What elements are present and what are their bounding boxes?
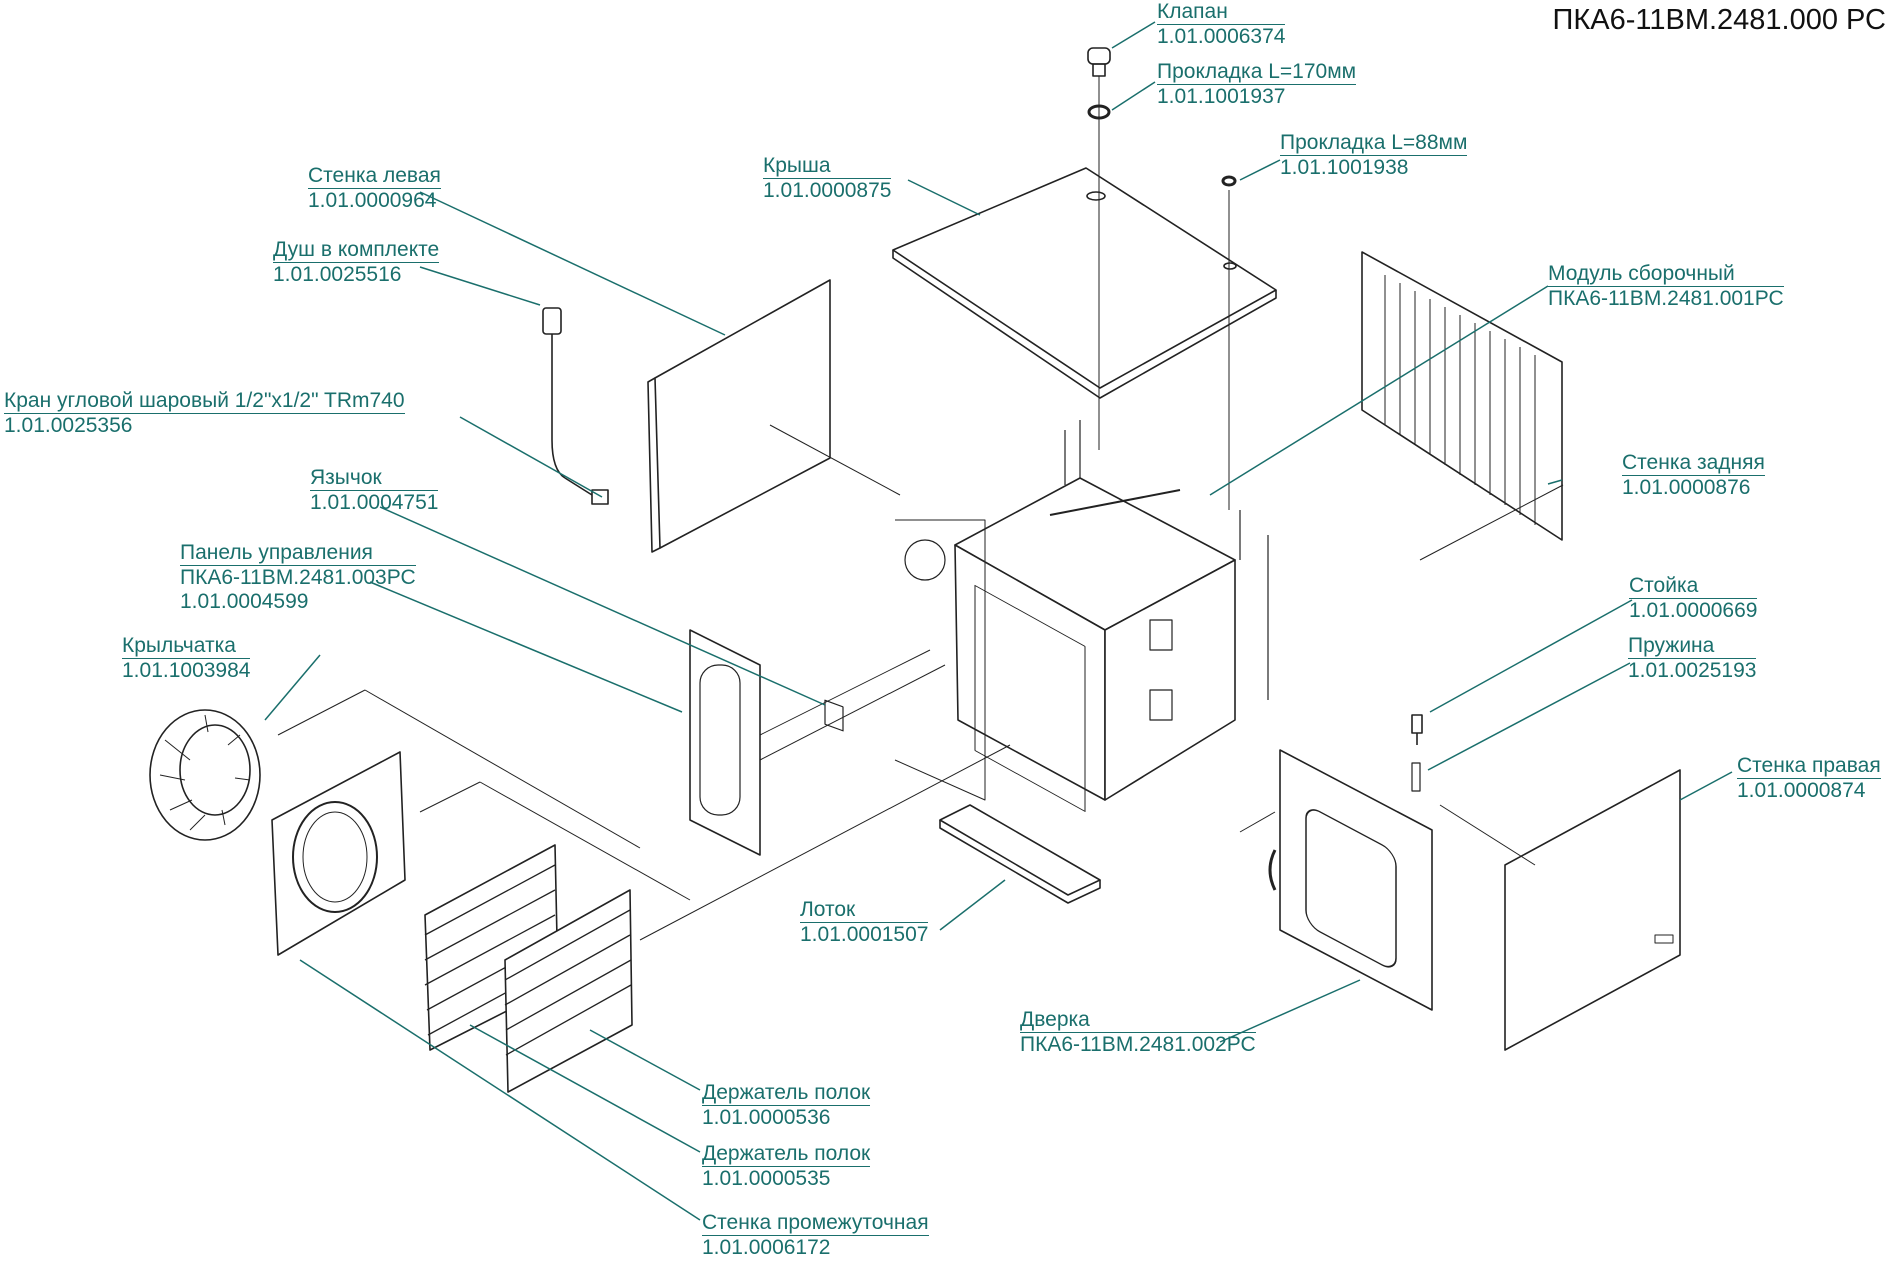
- callout-intermediate-wall: Стенка промежуточная 1.01.0006172: [702, 1211, 929, 1260]
- shower-part: [542, 307, 609, 505]
- callout-code: 1.01.0006374: [1157, 24, 1286, 48]
- callout-shelf-holder-536: Держатель полок 1.01.0000536: [702, 1081, 871, 1130]
- callout-assembly-module: Модуль сборочный ПКА6-11ВМ.2481.001РС: [1548, 262, 1784, 311]
- callout-name: Стенка правая: [1737, 754, 1881, 777]
- callout-shower: Душ в комплекте 1.01.0025516: [273, 238, 440, 287]
- callout-impeller: Крыльчатка 1.01.1003984: [122, 634, 251, 683]
- callout-name: Стенка левая: [308, 164, 441, 187]
- callout-name: Душ в комплекте: [273, 238, 440, 261]
- callout-name: Стенка промежуточная: [702, 1211, 929, 1234]
- callout-name: Пружина: [1628, 634, 1715, 657]
- callout-code: 1.01.0000874: [1737, 778, 1881, 803]
- callout-name: Лоток: [800, 898, 856, 921]
- callout-code: 1.01.0000669: [1629, 598, 1758, 622]
- callout-code-secondary: 1.01.0004599: [180, 590, 309, 613]
- callout-code: 1.01.0000535: [702, 1166, 871, 1191]
- callout-code: ПКА6-11ВМ.2481.001РС: [1548, 286, 1784, 310]
- control-panel-part: [689, 629, 844, 856]
- callout-gasket-88: Прокладка L=88мм 1.01.1001938: [1280, 131, 1468, 180]
- callout-code: 1.01.0000875: [763, 178, 892, 202]
- callout-name: Модуль сборочный: [1548, 262, 1735, 285]
- callout-name: Язычок: [310, 466, 382, 489]
- callout-code: 1.01.0025516: [273, 262, 440, 287]
- callout-spring: Пружина 1.01.0025193: [1628, 634, 1757, 683]
- callout-code: 1.01.1003984: [122, 658, 251, 682]
- callout-code: 1.01.0006172: [702, 1235, 929, 1260]
- callout-name: Держатель полок: [702, 1142, 871, 1165]
- shelf-holder-part: [424, 844, 633, 1093]
- callout-ball-valve: Кран угловой шаровый 1/2"x1/2" TRm740 1.…: [4, 389, 405, 438]
- tray-part: [939, 804, 1101, 904]
- callout-code: 1.01.1001937: [1157, 84, 1357, 109]
- callout-name: Прокладка L=170мм: [1157, 60, 1357, 83]
- callout-left-wall: Стенка левая 1.01.0000964: [308, 164, 441, 213]
- callout-name: Прокладка L=88мм: [1280, 131, 1468, 154]
- callout-name: Дверка: [1020, 1008, 1090, 1031]
- right-wall-part: [1504, 769, 1681, 1051]
- document-title: ПКА6-11ВМ.2481.000 РС: [1552, 4, 1887, 36]
- callout-rack-post: Стойка 1.01.0000669: [1629, 574, 1758, 623]
- rack-post-part: [1411, 714, 1423, 792]
- callout-name: Панель управления: [180, 541, 373, 564]
- callout-code: 1.01.0000876: [1622, 475, 1765, 500]
- callout-name: Крыльчатка: [122, 634, 236, 657]
- back-wall-part: [1361, 251, 1563, 541]
- callout-name: Клапан: [1157, 0, 1228, 23]
- callout-code: ПКА6-11ВМ.2481.002РС: [1020, 1032, 1256, 1056]
- callout-code: 1.01.0000536: [702, 1105, 871, 1130]
- callout-name: Стенка задняя: [1622, 451, 1765, 474]
- door-part: [1268, 749, 1433, 1011]
- roof-part: [892, 167, 1277, 399]
- chamber-body: [894, 420, 1269, 812]
- callout-name: Крыша: [763, 154, 831, 177]
- callout-code: 1.01.0004751: [310, 490, 439, 514]
- left-wall-part: [647, 279, 901, 553]
- callout-shelf-holder-535: Держатель полок 1.01.0000535: [702, 1142, 871, 1191]
- callout-tongue: Язычок 1.01.0004751: [310, 466, 439, 515]
- intermediate-wall-part: [271, 751, 406, 956]
- callout-code: 1.01.0000964: [308, 188, 441, 213]
- callout-code: 1.01.0001507: [800, 922, 929, 946]
- callout-name: Кран угловой шаровый 1/2"x1/2" TRm740: [4, 389, 405, 412]
- callout-roof: Крыша 1.01.0000875: [763, 154, 892, 203]
- impeller-part: [149, 709, 261, 841]
- valve-part: [1087, 47, 1237, 510]
- callout-name: Держатель полок: [702, 1081, 871, 1104]
- callout-code: 1.01.0025193: [1628, 658, 1757, 682]
- callout-tray: Лоток 1.01.0001507: [800, 898, 929, 947]
- callout-code: 1.01.0025356: [4, 413, 405, 438]
- callout-code: ПКА6-11ВМ.2481.003РС: [180, 565, 416, 589]
- callout-code: 1.01.1001938: [1280, 155, 1468, 180]
- callout-valve: Клапан 1.01.0006374: [1157, 0, 1286, 49]
- callout-right-wall: Стенка правая 1.01.0000874: [1737, 754, 1881, 803]
- callout-back-wall: Стенка задняя 1.01.0000876: [1622, 451, 1765, 500]
- callout-gasket-170: Прокладка L=170мм 1.01.1001937: [1157, 60, 1357, 109]
- callout-name: Стойка: [1629, 574, 1699, 597]
- callout-door: Дверка ПКА6-11ВМ.2481.002РС: [1020, 1008, 1256, 1057]
- callout-control-panel: Панель управления ПКА6-11ВМ.2481.003РС 1…: [180, 541, 416, 614]
